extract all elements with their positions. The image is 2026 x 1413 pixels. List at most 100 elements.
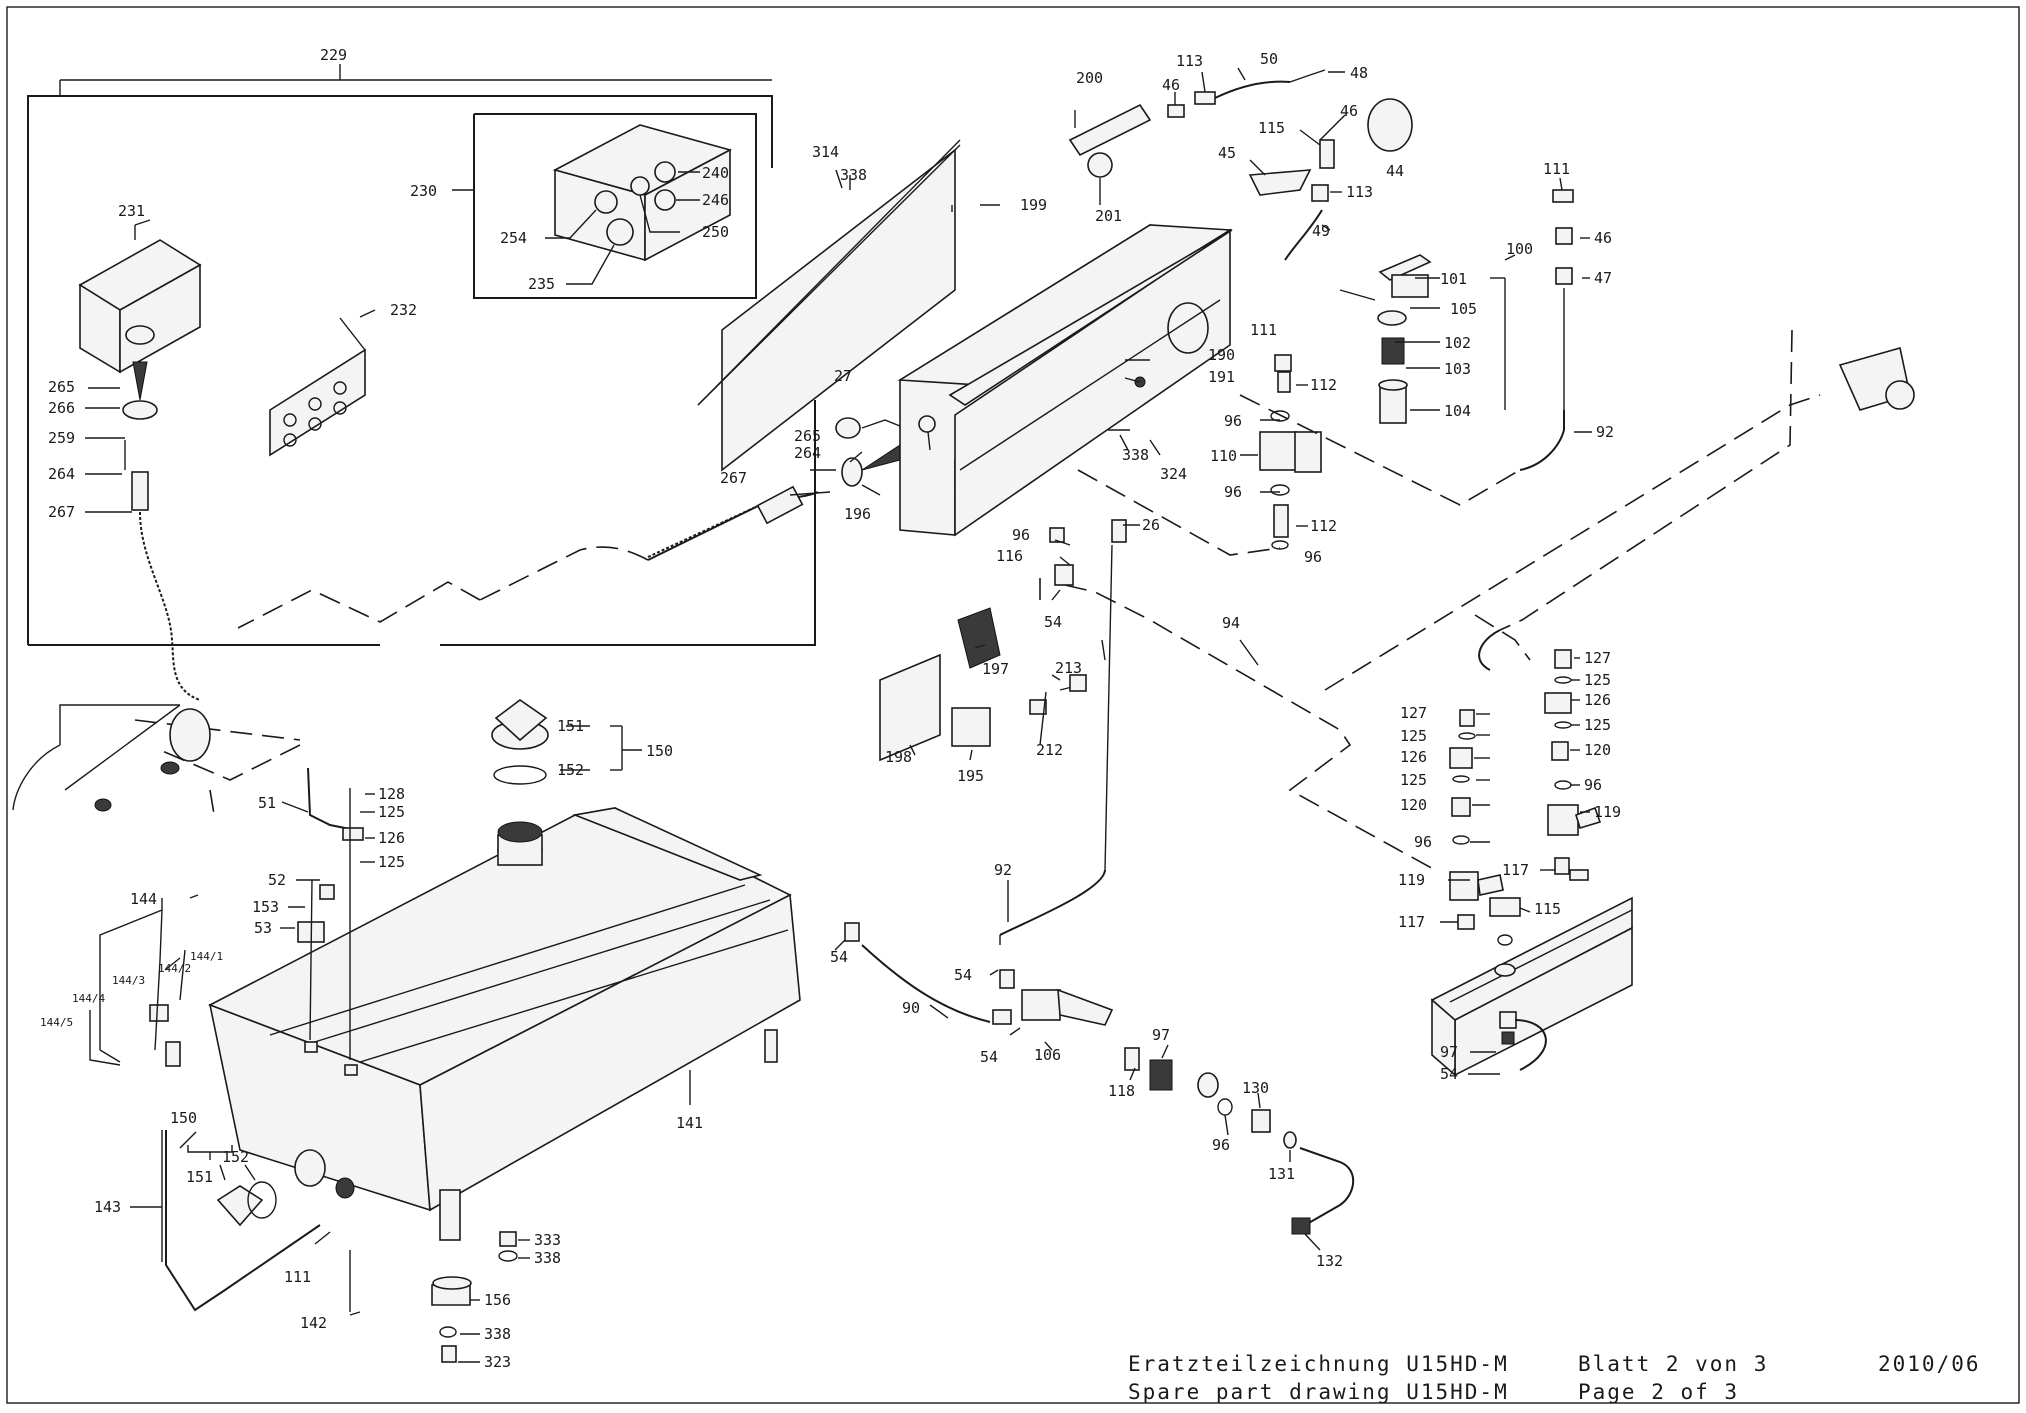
- callout: 104: [1444, 402, 1471, 420]
- callout: 127: [1584, 649, 1611, 667]
- callout: 125: [1400, 727, 1427, 745]
- callout: 120: [1584, 741, 1611, 759]
- callout: 126: [378, 829, 405, 847]
- callout: 96: [1224, 483, 1242, 501]
- callout: 44: [1386, 162, 1404, 180]
- callout: 111: [1250, 321, 1277, 339]
- valve-assembly: [844, 922, 1355, 1235]
- callout: 106: [1034, 1046, 1061, 1064]
- connection-lines: [134, 329, 1821, 871]
- callout: 191: [1208, 368, 1235, 386]
- callout: 53: [254, 919, 272, 937]
- callout: 213: [1055, 659, 1082, 677]
- callout: 144/2: [158, 962, 191, 975]
- callout: 264: [48, 465, 75, 483]
- callout: 128: [378, 785, 405, 803]
- callout: 125: [1400, 771, 1427, 789]
- callout: 46: [1340, 102, 1358, 120]
- callout: 119: [1398, 871, 1425, 889]
- callout: 96: [1224, 412, 1242, 430]
- callout: 235: [528, 275, 555, 293]
- drawing-title-en: Spare part drawing U15HD-M: [1128, 1380, 1509, 1404]
- control-panel-assembly: [27, 64, 816, 701]
- callout: 152: [222, 1148, 249, 1166]
- callout: 195: [957, 767, 984, 785]
- callout: 105: [1450, 300, 1477, 318]
- callout: 117: [1502, 861, 1529, 879]
- cable-assembly: [479, 417, 911, 601]
- drawing-date: 2010/06: [1878, 1352, 1981, 1376]
- callout: 51: [258, 794, 276, 812]
- callout: 151: [557, 717, 584, 735]
- callout: 110: [1210, 447, 1237, 465]
- callout: 143: [94, 1198, 121, 1216]
- callout: 119: [1594, 803, 1621, 821]
- callout: 190: [1208, 346, 1235, 364]
- callout: 142: [300, 1314, 327, 1332]
- callout: 229: [320, 46, 347, 64]
- callout: 200: [1076, 69, 1103, 87]
- callout: 212: [1036, 741, 1063, 759]
- callout: 96: [1584, 776, 1602, 794]
- callout: 144/1: [190, 950, 223, 963]
- callout: 46: [1162, 76, 1180, 94]
- callout: 324: [1160, 465, 1187, 483]
- callout: 54: [1044, 613, 1062, 631]
- callout: 118: [1108, 1082, 1135, 1100]
- callout: 144/5: [40, 1016, 73, 1029]
- callout: 230: [410, 182, 437, 200]
- left-fittings: [12, 704, 518, 1363]
- callout: 265: [48, 378, 75, 396]
- callout: 231: [118, 202, 145, 220]
- callout: 27: [834, 367, 852, 385]
- tank-cap: [216, 699, 549, 1227]
- callout: 115: [1534, 900, 1561, 918]
- callout: 265: [794, 427, 821, 445]
- callout: 47: [1594, 269, 1612, 287]
- callout: 264: [794, 444, 821, 462]
- callout: 125: [1584, 716, 1611, 734]
- callout: 144: [130, 890, 157, 908]
- callout: 338: [484, 1325, 511, 1343]
- callout: 113: [1176, 52, 1203, 70]
- callout: 333: [534, 1231, 561, 1249]
- callout: 125: [378, 803, 405, 821]
- callout: 26: [1142, 516, 1160, 534]
- callout: 120: [1400, 796, 1427, 814]
- sheet-border: [6, 6, 2020, 1404]
- callout: 49: [1312, 222, 1330, 240]
- callout: 254: [500, 229, 527, 247]
- callout: 156: [484, 1291, 511, 1309]
- callout: 201: [1095, 207, 1122, 225]
- callout: 197: [982, 660, 1009, 678]
- callout: 101: [1440, 270, 1467, 288]
- callout: 240: [702, 164, 729, 182]
- callout: 125: [1584, 671, 1611, 689]
- drawing-title-de: Eratzteilzeichnung U15HD-M: [1128, 1352, 1509, 1376]
- sheet-number-en: Page 2 of 3: [1578, 1380, 1740, 1404]
- callout: 144/4: [72, 992, 105, 1005]
- callout: 150: [646, 742, 673, 760]
- callout: 52: [268, 871, 286, 889]
- callout: 50: [1260, 50, 1278, 68]
- callout: 232: [390, 301, 417, 319]
- callout: 126: [1400, 748, 1427, 766]
- callout: 90: [902, 999, 920, 1017]
- callout: 112: [1310, 376, 1337, 394]
- callout: 323: [484, 1353, 511, 1371]
- callout: 92: [994, 861, 1012, 879]
- callout: 130: [1242, 1079, 1269, 1097]
- callout: 46: [1594, 229, 1612, 247]
- callout: 102: [1444, 334, 1471, 352]
- callout: 246: [702, 191, 729, 209]
- fuel-tank: [208, 807, 801, 1241]
- callout: 126: [1584, 691, 1611, 709]
- callout: 144/3: [112, 974, 145, 987]
- callout: 266: [48, 399, 75, 417]
- callout: 153: [252, 898, 279, 916]
- callout: 96: [1414, 833, 1432, 851]
- callout: 127: [1400, 704, 1427, 722]
